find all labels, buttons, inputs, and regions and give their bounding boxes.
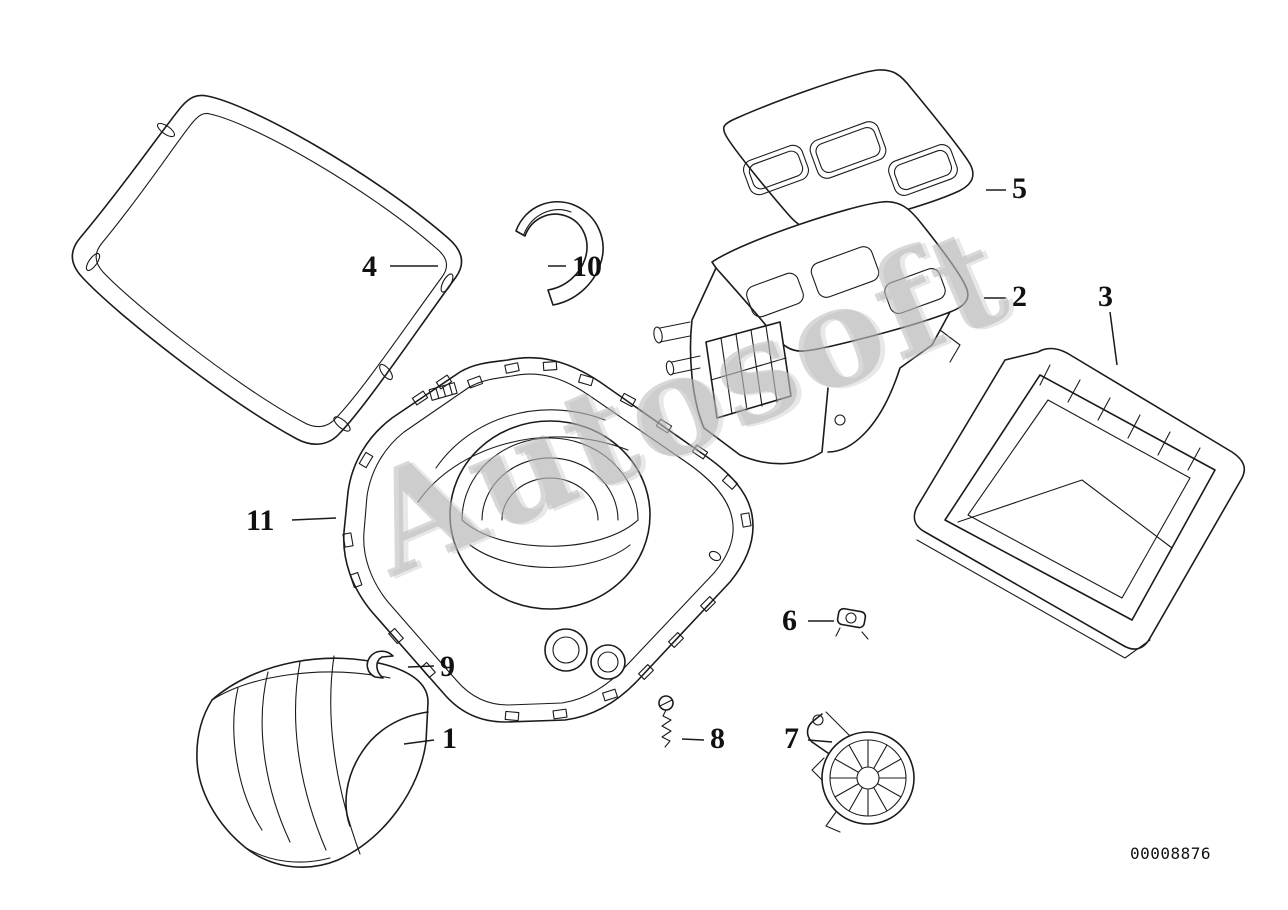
part-1-blower-cover-drawing	[196, 655, 429, 868]
part-2-upper-housing-drawing	[653, 200, 969, 465]
part-label-1[interactable]: 1	[442, 722, 457, 755]
part-9-clip-drawing	[366, 650, 394, 679]
part-8-screw-drawing	[658, 695, 674, 748]
part-7-actuator-drawing	[806, 711, 915, 833]
part-11-main-housing-drawing	[342, 356, 754, 723]
part-5-cover-plate-drawing	[722, 69, 974, 231]
part-label-5[interactable]: 5	[1012, 172, 1027, 205]
part-label-7[interactable]: 7	[784, 722, 799, 755]
part-label-11[interactable]: 11	[246, 504, 275, 537]
part-label-6[interactable]: 6	[782, 604, 797, 637]
part-3-flap-box-drawing	[913, 347, 1246, 659]
part-label-4[interactable]: 4	[362, 250, 377, 283]
doc-number: 00008876	[1130, 844, 1212, 863]
part-label-8[interactable]: 8	[710, 722, 725, 755]
part-label-9[interactable]: 9	[440, 650, 455, 683]
part-label-3[interactable]: 3	[1098, 280, 1113, 313]
part-10-clip-drawing	[515, 200, 604, 306]
leader-lines	[291, 189, 1118, 745]
part-6-clip-drawing	[835, 607, 869, 640]
part-label-10[interactable]: 10	[572, 250, 602, 283]
part-label-2[interactable]: 2	[1012, 280, 1027, 313]
part-4-gasket-drawing	[71, 94, 463, 445]
